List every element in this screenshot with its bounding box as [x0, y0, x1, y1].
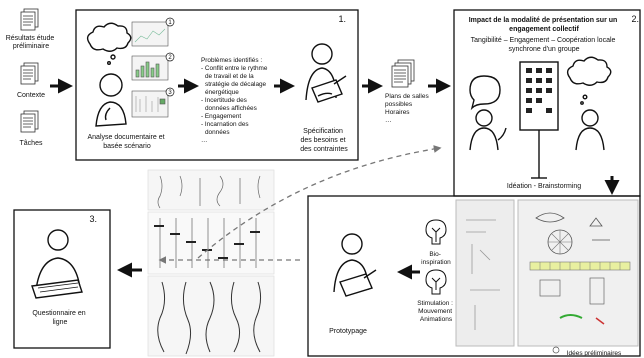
plans-documents-icon	[391, 59, 415, 88]
problem-line-4: énergétique	[205, 89, 239, 96]
input-tasks: Tâches	[20, 110, 43, 147]
prototype-sketches	[147, 169, 275, 357]
box3-caption-1: Questionnaire en	[32, 310, 85, 317]
badge-2: 2	[168, 55, 172, 61]
problem-line-7: - Engagement	[201, 113, 241, 120]
step1-number: 1.	[338, 14, 346, 24]
board-sticky-notes	[526, 68, 552, 113]
svg-text:Stimulation : Mouvement: Stimulation : Mouvement Animations	[417, 300, 455, 323]
svg-text:Plans de salles possibles: Plans de salles possibles Horaires …	[385, 93, 431, 124]
document-icon	[20, 8, 39, 31]
box3-caption-2: ligne	[53, 319, 68, 326]
svg-text:Résultats étude prélimin: Résultats étude préliminaire	[6, 35, 57, 50]
problems-list: Problèmes identifiés : - Conflit entre l…	[201, 57, 269, 144]
thought-cloud-icon	[86, 22, 132, 52]
input-results: Résultats étude préliminaire	[6, 8, 57, 50]
problem-line-2: de travail et de la	[205, 73, 254, 80]
problem-line-6: données affichées	[205, 105, 257, 112]
prototyping-person-illustration	[333, 233, 377, 297]
svg-text:Spécification des besoins: Spécification des besoins et des contrai…	[300, 128, 348, 153]
bio-label-1: Bio-	[429, 251, 441, 258]
spec-caption-3: des contraintes	[300, 146, 348, 153]
svg-text:Impact de la modalité de prése: Impact de la modalité de présentation su…	[469, 17, 620, 33]
problem-line-5: - Incertitude des	[201, 97, 247, 104]
prototype-box	[307, 195, 641, 357]
writing-person-illustration	[305, 43, 347, 103]
brainstorm-illustration	[469, 56, 612, 179]
problem-line-0: Problèmes identifiés :	[201, 57, 262, 64]
badge-icons: 1 2 3	[165, 17, 175, 97]
svg-text:Tangibilité – Engagement – Coo: Tangibilité – Engagement – Coopération l…	[471, 37, 618, 53]
bulb-icon	[552, 346, 560, 354]
svg-text:Questionnaire en ligne: Questionnaire en ligne	[32, 310, 87, 326]
box2-title-1: Impact de la modalité de présentation su…	[469, 17, 618, 24]
tasks-label: Tâches	[20, 140, 43, 147]
input-context: Contexte	[17, 62, 45, 99]
box2-subtitle-2: synchrone d'un groupe	[509, 46, 580, 53]
document-icon	[20, 110, 39, 133]
step2-number: 2.	[631, 14, 639, 24]
stim-label-3: Animations	[420, 316, 453, 323]
box2-caption: Idéation - Brainstorming	[507, 183, 581, 190]
brainstorm-photo-left	[455, 199, 515, 347]
results-label-1: Résultats étude	[6, 35, 55, 42]
bio-label-2: inspiration	[421, 259, 451, 266]
problem-line-1: - Conflit entre le rythme	[201, 65, 268, 72]
bio-inspiration-icon	[425, 219, 447, 245]
stim-label-1: Stimulation :	[417, 300, 453, 307]
thinking-person-illustration	[86, 22, 132, 127]
badge-3: 3	[168, 90, 172, 96]
stim-label-2: Mouvement	[418, 308, 452, 315]
spec-caption-1: Spécification	[303, 128, 343, 135]
problem-line-9: données	[205, 129, 230, 136]
stimulation-icon	[425, 269, 447, 295]
badge-1: 1	[168, 20, 172, 26]
brainstorm-photo-right	[517, 199, 639, 347]
spec-caption-2: des besoins et	[300, 137, 345, 144]
box2-subtitle-1: Tangibilité – Engagement – Coopération l…	[471, 37, 616, 44]
screenshot-thumbnails	[131, 21, 169, 118]
plans-line-1: Plans de salles	[385, 93, 429, 100]
document-icon	[20, 62, 39, 85]
prototype-caption: Prototypage	[329, 328, 367, 335]
problem-line-10: …	[201, 137, 207, 144]
svg-text:Bio- inspiration: Bio- inspiration	[421, 251, 451, 266]
step3-box	[13, 209, 111, 349]
analysis-caption-1: Analyse documentaire et	[88, 134, 165, 141]
questionnaire-person-illustration	[31, 229, 83, 299]
analysis-caption-2: basée scénario	[103, 143, 151, 150]
svg-text:Analyse documentaire et ba: Analyse documentaire et basée scénario	[88, 134, 167, 150]
box2-title-2: engagement collectif	[509, 26, 579, 33]
plans-line-3: Horaires	[385, 109, 410, 116]
results-label-2: préliminaire	[13, 43, 49, 50]
speech-bubble-icon	[469, 75, 501, 111]
step3-number: 3.	[89, 214, 97, 224]
ideas-caption: Idées préliminaires	[567, 350, 622, 357]
plans-line-4: …	[385, 117, 392, 124]
thought-cloud-icon	[566, 56, 612, 86]
step1-box	[75, 9, 359, 161]
context-label: Contexte	[17, 92, 45, 99]
problem-line-3: stratégie de décalage	[205, 81, 267, 88]
plans-line-2: possibles	[385, 101, 413, 108]
problem-line-8: - Incarnation des	[201, 121, 249, 128]
